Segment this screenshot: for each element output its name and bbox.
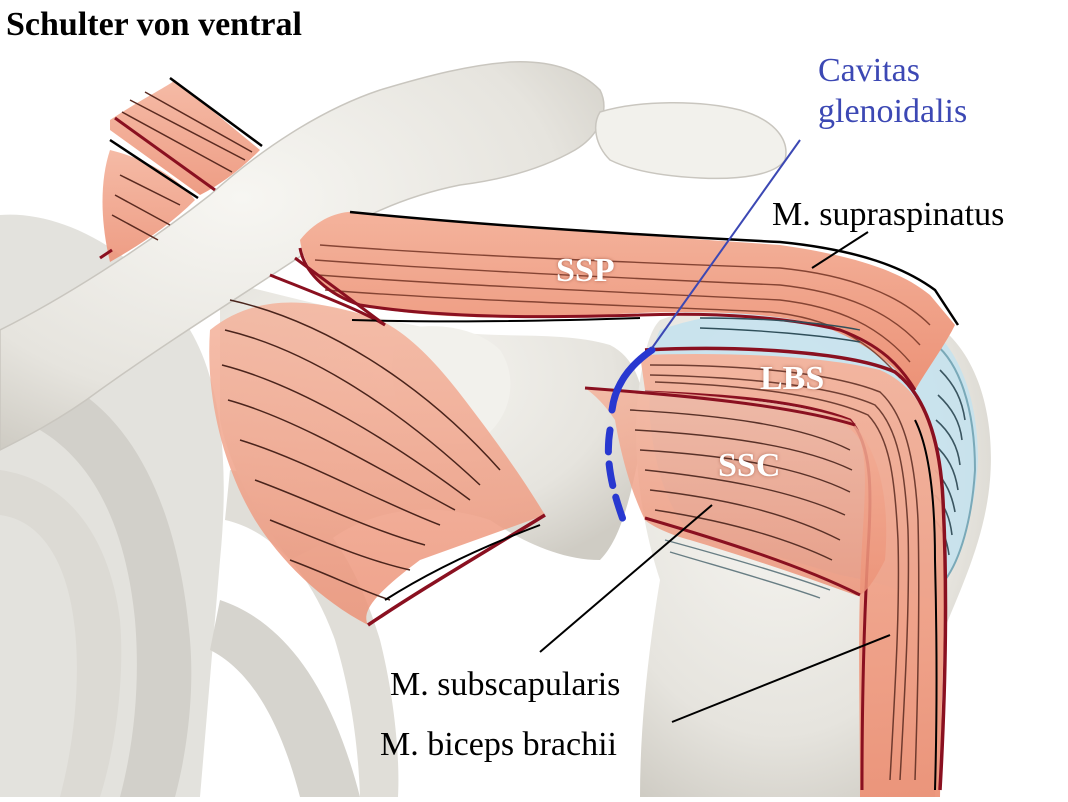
abbr-lbs: LBS: [760, 360, 825, 397]
subscapularis-leader: [539, 504, 713, 653]
diagram-title: Schulter von ventral: [6, 6, 302, 43]
subscapularis-muscle: [584, 317, 887, 599]
label-cavitas-glenoidalis: Cavitas glenoidalis: [818, 50, 967, 132]
label-subscapularis: M. subscapularis: [390, 666, 621, 703]
label-supraspinatus: M. supraspinatus: [772, 196, 1005, 233]
clavicle: [0, 61, 787, 451]
glenoid-marker: [604, 346, 656, 529]
supraspinatus-muscle: [294, 210, 960, 391]
label-cavitas-line2: glenoidalis: [818, 93, 968, 130]
subscapularis-fan: [209, 273, 546, 627]
label-cavitas-line1: Cavitas: [818, 52, 920, 89]
supraspinatus-leader: [811, 231, 869, 269]
cavitas-leader: [651, 139, 801, 349]
leader-lines: [539, 139, 891, 723]
label-biceps-brachii: M. biceps brachii: [380, 726, 617, 763]
abbr-ssc: SSC: [718, 447, 781, 484]
abbr-ssp: SSP: [556, 252, 615, 289]
biceps-leader: [671, 634, 891, 723]
trapezius-muscle: [99, 76, 263, 262]
